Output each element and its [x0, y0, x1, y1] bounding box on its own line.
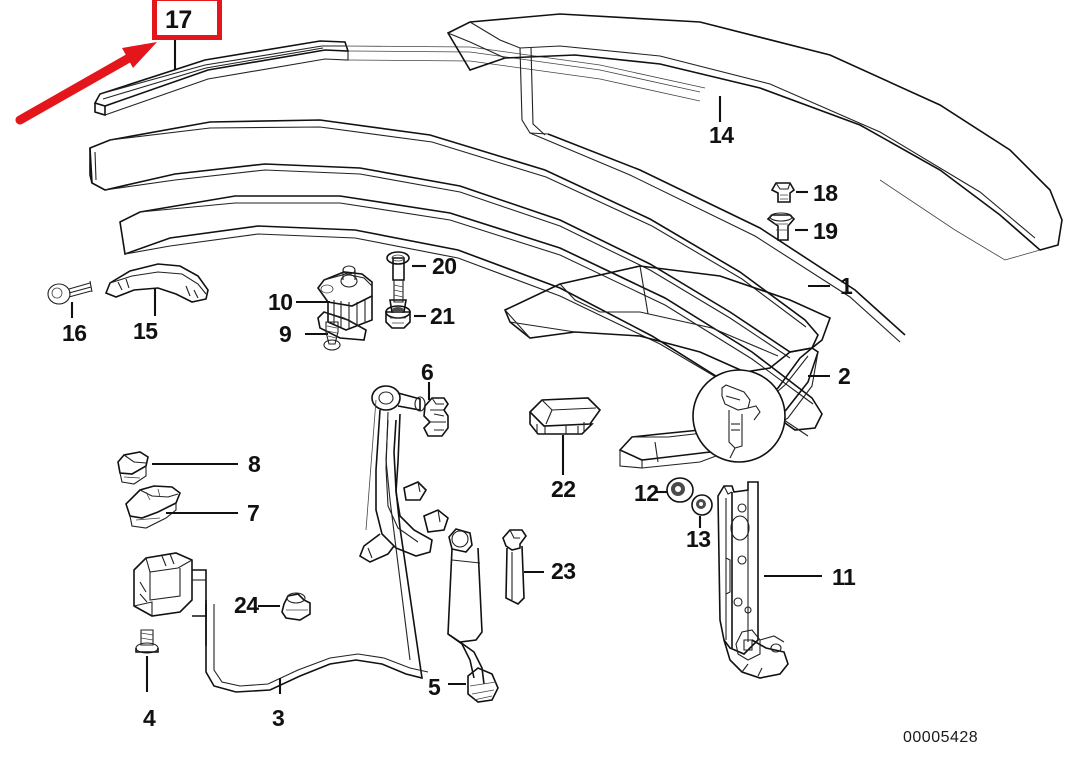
part-15-handle-trim [104, 263, 209, 316]
callout-6: 6 [421, 359, 434, 385]
callout-24: 24 [234, 592, 259, 618]
part-4-mounting-bracket [133, 552, 207, 646]
part-21-nut [385, 299, 426, 329]
callout-20: 20 [432, 253, 457, 279]
callout-5: 5 [428, 674, 441, 700]
part-2-seal [618, 347, 819, 461]
callout-19: 19 [813, 218, 838, 244]
callout-8: 8 [248, 451, 261, 477]
callout-13: 13 [686, 526, 711, 552]
part-23-pin [502, 529, 544, 605]
callout-23: 23 [551, 558, 576, 584]
part-7-pad [125, 485, 238, 529]
callout-14: 14 [709, 122, 734, 148]
part-6-clip [423, 382, 449, 437]
part-8-pad [117, 451, 238, 485]
callout-17: 17 [165, 6, 192, 34]
callout-12: 12 [634, 480, 659, 506]
part-13-washer [691, 494, 713, 528]
part-11-mounting-plate [717, 481, 822, 679]
callout-22: 22 [551, 476, 576, 502]
part-10-bracket [296, 265, 373, 341]
diagram-part-number: 00005428 [903, 729, 979, 746]
callout-2: 2 [838, 363, 851, 389]
part-18-clip [770, 182, 808, 203]
part-20-bolt [386, 251, 426, 303]
part-17-trim-strip [93, 40, 706, 117]
callout-4: 4 [143, 705, 156, 731]
callout-7: 7 [247, 500, 260, 526]
part-24-stopper [258, 592, 311, 621]
callout-21: 21 [430, 303, 455, 329]
part-5-hinge-arm [359, 385, 449, 563]
callout-18: 18 [813, 180, 838, 206]
callout-9: 9 [279, 321, 292, 347]
part-12-bushing [655, 477, 694, 503]
highlight-arrow [15, 42, 157, 125]
part-3-bow-tube [205, 419, 429, 694]
callout-3: 3 [272, 705, 285, 731]
part-22-cover-plug [528, 397, 602, 475]
callout-1: 1 [840, 273, 853, 299]
callout-15: 15 [133, 318, 158, 344]
part-16-bolt [47, 280, 93, 318]
callout-16: 16 [62, 320, 87, 346]
callout-11: 11 [832, 564, 856, 590]
highlight-box-17 [152, 0, 222, 40]
detail-callout-circle [692, 369, 786, 463]
part-14-rear-panel [446, 13, 1063, 343]
part-19-rivet [766, 212, 808, 241]
part-4-screw [135, 629, 159, 692]
part-5-gas-strut [447, 528, 499, 703]
part-9-screw [323, 321, 341, 351]
callout-10: 10 [268, 289, 293, 315]
